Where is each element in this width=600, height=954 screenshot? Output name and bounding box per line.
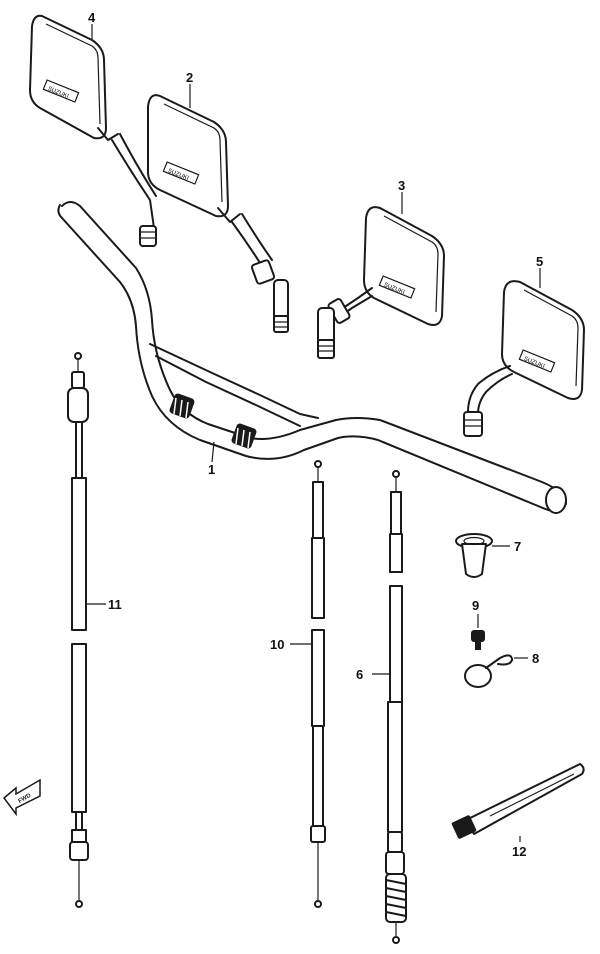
front-direction-marker: FWD — [2, 778, 41, 817]
label-cable-6: 6 — [356, 667, 363, 682]
mirror-4: SUZUKI — [29, 14, 157, 247]
handlebar — [57, 201, 567, 514]
mirror-2: SUZUKI — [147, 94, 289, 333]
clamp — [464, 654, 528, 688]
label-mirror-5: 5 — [536, 254, 543, 269]
label-cable-tie: 12 — [512, 844, 526, 859]
label-cable-10: 10 — [270, 637, 284, 652]
screw — [471, 614, 485, 650]
cable-10 — [290, 460, 326, 908]
cable-tie — [451, 763, 585, 842]
label-mirror-2: 2 — [186, 70, 193, 85]
label-clamp: 8 — [532, 651, 539, 666]
label-grommet: 7 — [514, 539, 521, 554]
mirror-3: SUZUKI — [317, 206, 445, 359]
leader-lines — [91, 24, 541, 288]
label-mirror-3: 3 — [398, 178, 405, 193]
cable-6 — [372, 470, 407, 944]
label-handlebar: 1 — [208, 462, 215, 477]
cable-11 — [67, 352, 106, 908]
mirror-5: SUZUKI — [463, 280, 585, 437]
label-mirror-4: 4 — [88, 10, 96, 25]
label-cable-11: 11 — [108, 597, 122, 612]
label-screw: 9 — [472, 598, 479, 613]
grommet — [455, 533, 510, 578]
